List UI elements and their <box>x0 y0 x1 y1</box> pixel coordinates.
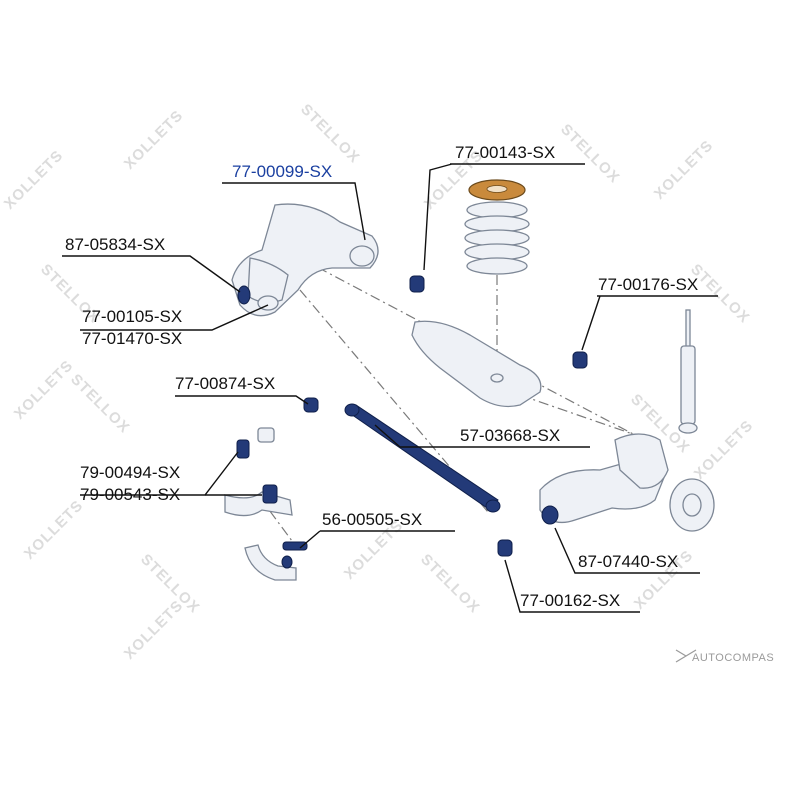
shock-rod <box>685 309 691 349</box>
shock-absorber <box>572 309 698 434</box>
shock-body <box>680 345 696 425</box>
leader-77-00874 <box>175 395 309 405</box>
leader-77-00105 <box>80 304 269 331</box>
watermark-stellox-4: STELLOX <box>297 101 363 167</box>
bushing-77-00162 <box>497 539 513 557</box>
label-57-03668[interactable]: 57-03668-SX <box>460 426 560 445</box>
spring-pad-hole <box>486 185 508 193</box>
shock-eye <box>678 422 698 434</box>
label-56-00505[interactable]: 56-00505-SX <box>322 510 422 529</box>
label-87-07440[interactable]: 87-07440-SX <box>578 552 678 571</box>
bushing-79-00494 <box>236 439 250 459</box>
watermark-stellox-3: XOLLETS <box>121 107 187 173</box>
label-79-00543[interactable]: 79-00543-SX <box>80 485 180 504</box>
link-end-rear <box>485 499 501 513</box>
spring-coil-5 <box>466 257 528 275</box>
label-77-00162[interactable]: 77-00162-SX <box>520 591 620 610</box>
autocompas-watermark: AUTOCOMPAS <box>675 649 774 664</box>
bushing-77-00874 <box>303 397 319 413</box>
watermark-stellox-13: XOLLETS <box>21 497 87 563</box>
label-77-00143[interactable]: 77-00143-SX <box>455 143 555 162</box>
label-77-00099[interactable]: 77-00099-SX <box>232 162 332 181</box>
label-87-05834[interactable]: 87-05834-SX <box>65 235 165 254</box>
leader-77-00099 <box>222 182 366 241</box>
link-57-03668 <box>347 404 499 511</box>
watermark-stellox-7: XOLLETS <box>651 137 717 203</box>
label-77-01470[interactable]: 77-01470-SX <box>82 329 182 348</box>
mount-77-00099 <box>349 245 375 267</box>
stabilizer-clamp <box>257 427 275 443</box>
leader-77-00162 <box>504 559 640 613</box>
leader-77-00143 <box>423 163 585 271</box>
subframe-assembly <box>231 203 379 317</box>
stabilizer-parts <box>224 427 308 581</box>
watermark-stellox-10: STELLOX <box>67 371 133 437</box>
leader-56-00505 <box>299 530 455 549</box>
link-56-00505-end <box>281 555 293 569</box>
bushing-77-00176 <box>572 351 588 369</box>
coil-spring <box>464 179 530 275</box>
stabilizer-bar-end <box>244 544 297 581</box>
label-77-00874[interactable]: 77-00874-SX <box>175 374 275 393</box>
bushing-79-00543 <box>262 484 278 504</box>
autocompas-text: AUTOCOMPAS <box>692 652 774 664</box>
leader-lines <box>62 163 718 613</box>
trailing-link <box>303 397 513 557</box>
autocompas-logo-icon <box>675 649 697 663</box>
watermark-stellox-9: XOLLETS <box>11 357 77 423</box>
part-labels: 77-00099-SX 87-05834-SX 77-00105-SX 77-0… <box>65 143 698 610</box>
label-77-00176[interactable]: 77-00176-SX <box>598 275 698 294</box>
watermark-stellox-16: STELLOX <box>417 551 483 617</box>
label-79-00494[interactable]: 79-00494-SX <box>80 463 180 482</box>
watermark-stellox-1: XOLLETS <box>1 147 67 213</box>
leader-57-03668 <box>374 424 590 448</box>
lower-control-arm <box>409 275 542 408</box>
knuckle-body <box>614 433 669 489</box>
knuckle-hub <box>539 433 715 532</box>
leader-87-05834 <box>62 255 241 293</box>
watermark-stellox-17: XOLLETS <box>121 597 187 663</box>
watermark-stellox-6: STELLOX <box>557 121 623 187</box>
hub-center <box>682 493 702 517</box>
lower-arm-spring-seat <box>490 373 504 383</box>
leader-77-00176 <box>581 295 718 351</box>
label-77-00105[interactable]: 77-00105-SX <box>82 307 182 326</box>
leader-87-07440 <box>554 527 700 574</box>
link-end-front <box>344 403 360 417</box>
lower-arm-body <box>411 320 542 408</box>
bushing-87-07440 <box>541 505 559 525</box>
watermark-stellox-12: XOLLETS <box>691 417 757 483</box>
bushing-77-00143 <box>409 275 425 293</box>
assembly-line-lower <box>519 394 651 441</box>
bushing-87-05834 <box>237 285 251 305</box>
subframe-knuckle <box>247 257 289 303</box>
watermark-layer: XOLLETS STELLOX XOLLETS STELLOX XOLLETS … <box>1 101 757 663</box>
